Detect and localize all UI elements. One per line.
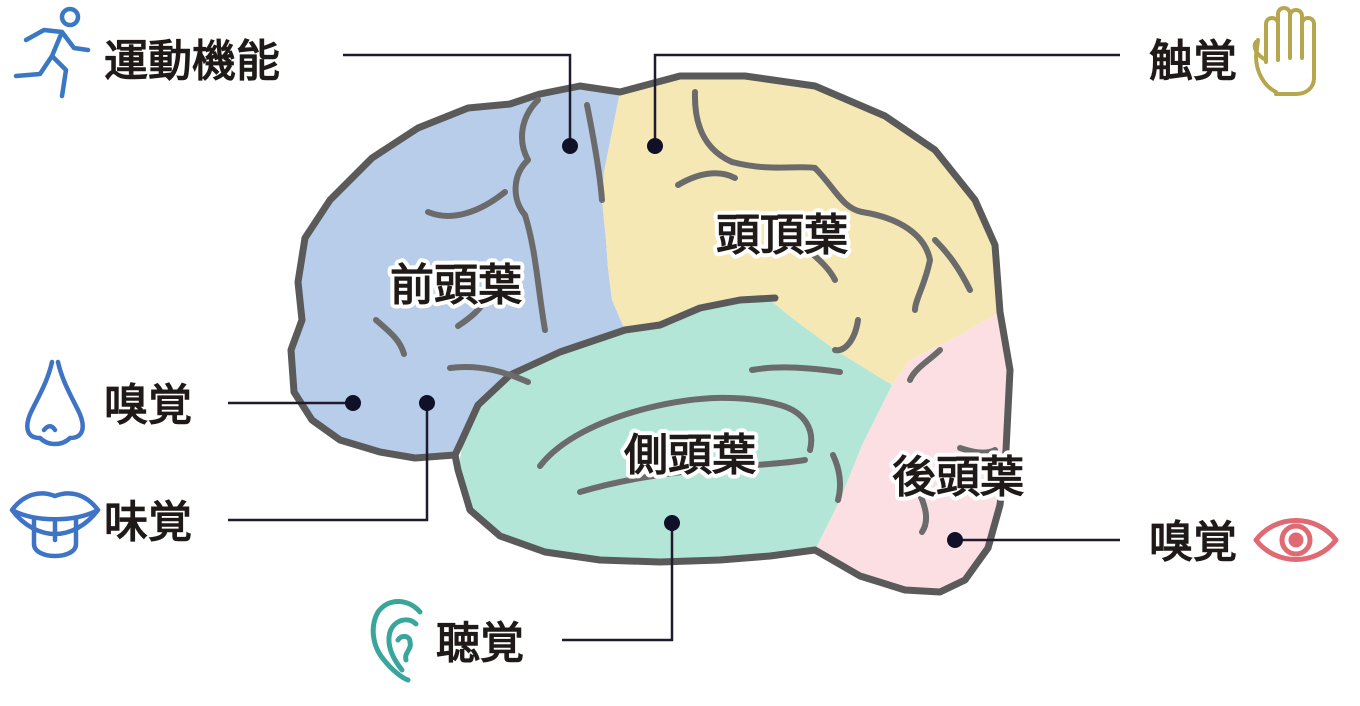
running-person-icon	[13, 6, 91, 99]
frontal-lobe-label: 前頭葉	[390, 260, 523, 311]
brain-fold	[425, 189, 508, 219]
brain-fold	[512, 97, 541, 218]
vision-label: 嗅覚	[1149, 517, 1237, 568]
taste-label: 味覚	[104, 497, 192, 548]
brain-fold	[675, 170, 738, 188]
hearing-leader-line	[562, 523, 674, 642]
brain-fold	[537, 394, 815, 469]
brain-fold	[584, 102, 605, 203]
motor-label: 運動機能	[104, 36, 280, 87]
hearing-label: 聴覚	[436, 618, 524, 669]
taste-leader-line	[228, 403, 429, 522]
smell-dot	[345, 395, 361, 411]
motor-leader-line	[343, 53, 572, 146]
frontal-lobe-region	[291, 86, 625, 458]
brain-fold	[729, 159, 818, 171]
touch-dot	[647, 138, 663, 154]
leader-lines	[228, 53, 1120, 642]
touch-leader-line	[653, 53, 1120, 146]
temporal-lobe-label: 側頭葉	[623, 430, 757, 481]
occipital-lobe-region	[815, 312, 1010, 592]
taste-dot	[419, 395, 435, 411]
brain-fold	[522, 212, 548, 333]
brain-fold	[577, 457, 808, 495]
brain-fold	[373, 317, 407, 357]
hearing-dot	[664, 515, 680, 531]
brain-fold	[832, 317, 861, 354]
brain	[287, 72, 1014, 596]
brain-fold	[932, 237, 973, 293]
touch-label: 触覚	[1149, 36, 1237, 87]
smell-label: 嗅覚	[104, 380, 192, 431]
brain-fold	[907, 347, 943, 383]
brain-fold	[691, 89, 735, 165]
mouth-tongue-icon	[9, 491, 101, 559]
brain-fold	[447, 363, 531, 385]
brain-fold	[859, 209, 933, 313]
vision-dot	[947, 532, 963, 548]
nose-icon	[25, 359, 85, 447]
brain-fold	[812, 165, 865, 215]
brain-fold	[957, 445, 998, 456]
brain-fold	[805, 247, 838, 283]
occipital-lobe-label: 後頭葉	[892, 452, 1025, 503]
brain-fold	[830, 452, 844, 503]
brain-fold	[915, 487, 930, 535]
brain-outline	[287, 72, 1014, 596]
ear-icon	[370, 599, 423, 683]
brain-fold	[455, 297, 488, 329]
brain-fold	[749, 364, 843, 375]
hand-icon	[1252, 6, 1316, 96]
motor-dot	[562, 138, 578, 154]
eye-icon	[1253, 518, 1339, 562]
parietal-lobe-label: 頭頂葉	[716, 210, 849, 261]
sylvian-fissure	[451, 294, 779, 459]
